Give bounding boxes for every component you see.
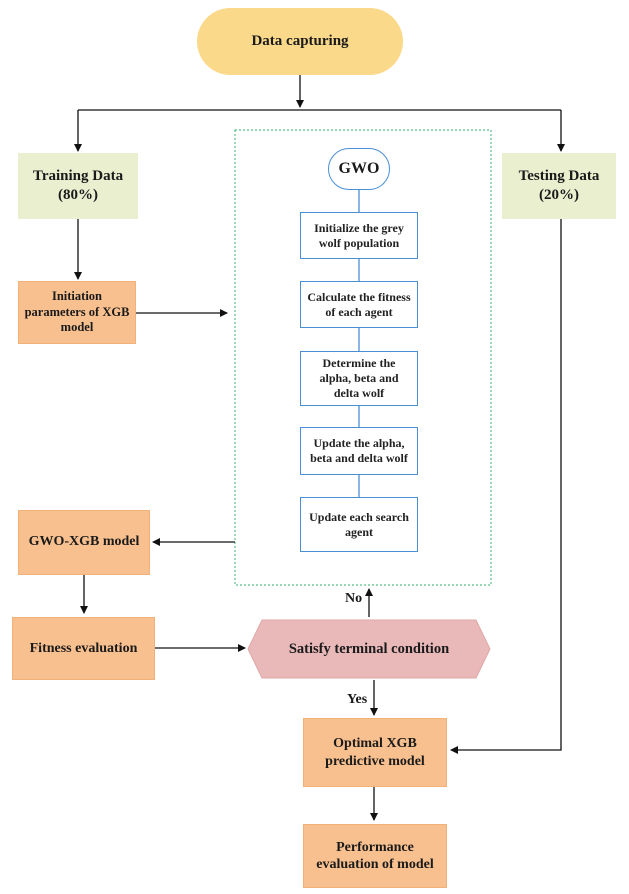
no-label: No	[345, 591, 363, 606]
testing-data-line2: (20%)	[539, 187, 579, 203]
data-capturing-node: Data capturing	[197, 8, 403, 75]
gwo-step-determine: Determine the alpha, beta and delta wolf	[300, 351, 418, 406]
performance-evaluation-node: Performance evaluation of model	[303, 824, 447, 888]
gwo-step-3-line3: delta wolf	[333, 386, 385, 400]
init-params-line2: parameters of XGB	[24, 304, 130, 319]
edge-testing-optimal	[450, 219, 562, 754]
gwo-frame	[234, 129, 492, 586]
gwo-step-3-line2: alpha, beta and	[319, 371, 399, 385]
gwo-step-5-line1: Update each search	[309, 509, 409, 524]
testing-data-line1: Testing Data	[518, 168, 600, 185]
terminal-condition-shape	[247, 619, 491, 679]
gwo-step-5-line2: agent	[345, 524, 373, 539]
init-params-node: Initiation parameters of XGB model	[18, 281, 136, 344]
gwo-title-node: GWO	[328, 148, 390, 190]
gwo-step-4-line1: Update the alpha,	[313, 436, 405, 450]
terminal-condition-label: Satisfy terminal condition	[288, 640, 450, 657]
testing-data-node: Testing Data (20%)	[502, 153, 616, 219]
optimal-xgb-line2: predictive model	[325, 753, 425, 769]
gwo-step-4-line2: beta and delta wolf	[310, 451, 408, 465]
init-params-line1: Initiation	[51, 289, 102, 304]
gwo-title-label: GWO	[338, 160, 380, 177]
training-data-line2: (80%)	[58, 187, 98, 203]
gwo-step-2-line1: Calculate the fitness	[307, 289, 411, 304]
training-data-line1: Training Data	[32, 168, 124, 185]
optimal-xgb-line1: Optimal XGB	[333, 736, 417, 751]
data-capturing-label: Data capturing	[251, 33, 349, 50]
gwo-step-1-line2: wolf population	[318, 235, 400, 250]
gwo-step-initialize: Initialize the grey wolf population	[300, 212, 418, 259]
terminal-condition-node: Satisfy terminal condition	[248, 620, 490, 678]
fitness-evaluation-node: Fitness evaluation	[12, 617, 155, 680]
gwo-step-2-line2: of each agent	[325, 304, 393, 319]
optimal-xgb-node: Optimal XGB predictive model	[303, 718, 447, 787]
init-params-line3: model	[60, 320, 94, 335]
gwo-step-3-line1: Determine the	[322, 356, 396, 370]
gwo-step-1-line1: Initialize the grey	[314, 220, 404, 235]
gwo-step-update-agent: Update each search agent	[300, 497, 418, 552]
performance-line1: Performance	[336, 839, 414, 855]
yes-label: Yes	[347, 692, 368, 707]
gwo-xgb-model-label: GWO-XGB model	[28, 534, 140, 549]
gwo-xgb-model-node: GWO-XGB model	[18, 510, 150, 575]
gwo-step-update-wolves: Update the alpha, beta and delta wolf	[300, 427, 418, 475]
gwo-step-fitness: Calculate the fitness of each agent	[300, 281, 418, 328]
fitness-evaluation-label: Fitness evaluation	[29, 640, 138, 656]
performance-line2: evaluation of model	[316, 857, 434, 872]
training-data-node: Training Data (80%)	[18, 153, 138, 219]
